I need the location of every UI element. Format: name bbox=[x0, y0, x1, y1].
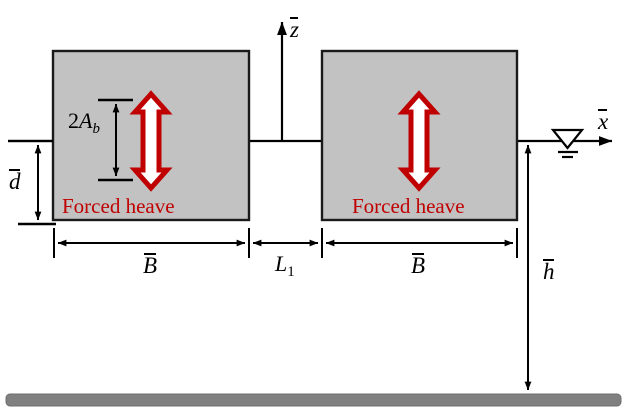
draft-label: d bbox=[9, 168, 21, 193]
gap-label: L1 bbox=[275, 253, 295, 280]
right-width-symbol: B bbox=[411, 253, 426, 278]
amplitude-prefix: 2 bbox=[68, 108, 79, 133]
right-forced-heave-label: Forced heave bbox=[352, 194, 465, 218]
left-width-symbol: B bbox=[143, 253, 158, 278]
gap-subscript: 1 bbox=[287, 263, 295, 280]
z-axis-symbol: z bbox=[290, 17, 299, 42]
draft-dimension bbox=[8, 139, 56, 226]
x-axis-symbol: x bbox=[598, 109, 609, 134]
amplitude-subscript: b bbox=[92, 120, 100, 137]
amplitude-label: 2Ab bbox=[68, 110, 100, 137]
left-forced-heave-label: Forced heave bbox=[62, 194, 175, 218]
x-axis-label: x bbox=[598, 108, 608, 133]
draft-symbol: d bbox=[9, 169, 21, 194]
amplitude-dimension bbox=[98, 98, 133, 182]
depth-label: h bbox=[543, 258, 555, 283]
right-heave-arrow-icon bbox=[397, 90, 441, 192]
amplitude-symbol: A bbox=[79, 108, 93, 133]
left-heave-arrow-icon bbox=[129, 90, 173, 192]
z-axis-label: z bbox=[290, 16, 299, 41]
seabed-bar bbox=[5, 393, 622, 407]
dimension-extension-ticks bbox=[53, 228, 518, 258]
water-level-icon bbox=[550, 128, 585, 159]
left-width-label: B bbox=[143, 252, 157, 277]
depth-symbol: h bbox=[543, 259, 555, 284]
gap-symbol: L bbox=[275, 251, 288, 276]
right-width-label: B bbox=[411, 252, 425, 277]
